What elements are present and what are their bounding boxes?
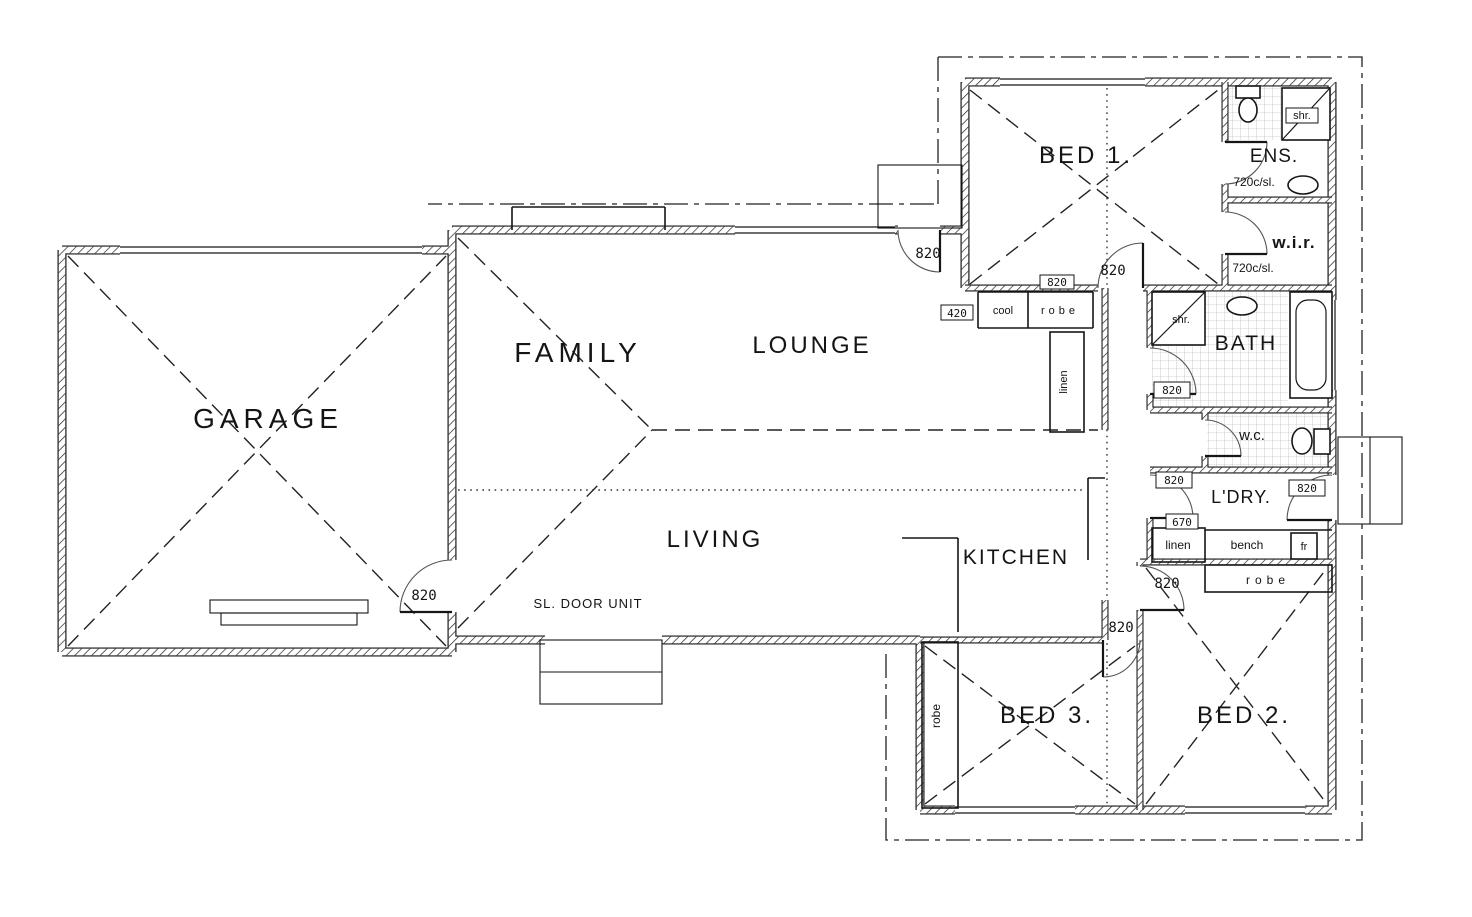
bed2-window: [1185, 806, 1305, 814]
bed3-robe-label: robe: [929, 704, 943, 728]
dim-820-bed3: 820: [1108, 620, 1133, 636]
entry-porch: [511, 206, 666, 230]
bed2-window-mask: [1185, 804, 1305, 816]
dim-820-robe: 820: [1047, 276, 1067, 289]
lounge-window: [735, 226, 895, 234]
garage-label: GARAGE: [193, 403, 343, 434]
dim-box-820-ext: [1288, 479, 1326, 497]
dim-820-bath: 820: [1162, 384, 1182, 397]
dim-box-820-bath: [1153, 381, 1191, 399]
living-label: LIVING: [667, 526, 764, 553]
ensuite-basin: [1287, 175, 1319, 195]
eaves-dashdot-line: [428, 56, 1363, 841]
bed3-label: BED 3.: [1000, 702, 1094, 729]
wc-bowl: [1291, 427, 1313, 455]
setout-dotted-lines: [458, 88, 1108, 805]
bed1-window: [1000, 78, 1145, 86]
bath-shower-diagonal: [1151, 291, 1206, 346]
dim-670-linen: 670: [1172, 516, 1192, 529]
cool-robe-closets: [977, 291, 1094, 329]
joinery: [209, 164, 1403, 809]
bench-label: bench: [1231, 538, 1264, 552]
cool-cupboard-label: cool: [993, 305, 1013, 317]
bed1-label: BED 1.: [1039, 142, 1133, 169]
dim-820-ext: 820: [1297, 482, 1317, 495]
dimension-boxes: [940, 107, 1326, 530]
bed3-robe: [921, 641, 959, 809]
ens-robe-size-label: 720c/sl.: [1233, 175, 1274, 189]
dim-820-bed1: 820: [1100, 263, 1125, 279]
porch-slab: [877, 164, 963, 229]
dim-820-garage: 820: [411, 588, 436, 604]
ens-shower-label: shr.: [1293, 110, 1311, 122]
sliding-door-unit-label: SL. DOOR UNIT: [533, 596, 642, 611]
ensuite-label: ENS.: [1250, 146, 1298, 167]
wc-cistern: [1313, 428, 1331, 455]
kitchen-label: KITCHEN: [963, 546, 1069, 569]
lounge-label: LOUNGE: [752, 332, 871, 359]
hall-linen-label: linen: [1058, 370, 1070, 393]
wir-label: w.i.r.: [1271, 233, 1315, 252]
bath-label: BATH: [1215, 332, 1277, 355]
bath-shower-label: shr.: [1172, 314, 1190, 326]
dim-box-670: [1165, 513, 1199, 530]
ensuite-toilet-bowl: [1238, 97, 1258, 123]
bed3-window-mask: [955, 804, 1075, 816]
bed3-window: [955, 806, 1075, 814]
bath-basin: [1226, 296, 1258, 316]
dim-box-420: [940, 304, 974, 321]
laundry-label: L'DRY.: [1211, 487, 1271, 507]
lounge-window-mask: [735, 224, 895, 236]
dim-box-820-ldry: [1155, 471, 1193, 489]
bed1-window-mask: [1000, 76, 1145, 88]
dim-820-bed2: 820: [1154, 576, 1179, 592]
hall-linen-cupboard: [1049, 331, 1085, 433]
wc-label: w.c.: [1238, 427, 1265, 444]
fixtures: [1151, 85, 1333, 455]
garage-bench-inner: [220, 612, 358, 626]
labels: GARAGE FAMILY LOUNGE LIVING KITCHEN BED …: [193, 110, 1317, 729]
family-label: FAMILY: [514, 337, 642, 368]
dim-820-entry: 820: [915, 246, 940, 262]
laundry-linen-label: linen: [1165, 538, 1190, 552]
bathtub-inner: [1295, 299, 1327, 391]
hall-robe-label: robe: [1041, 305, 1079, 317]
dim-420-cool: 420: [947, 307, 967, 320]
wir-robe-size-label: 720c/sl.: [1232, 261, 1273, 275]
eaves-outline: [428, 56, 1363, 841]
roof-hip-lines: [67, 89, 1328, 805]
kitchen-counters: [902, 477, 1105, 632]
bathtub: [1289, 291, 1333, 399]
shr-box-ens: [1285, 107, 1319, 124]
bed2-label: BED 2.: [1197, 702, 1291, 729]
dim-box-820-robe: [1039, 274, 1075, 290]
fridge-box: [1290, 532, 1318, 560]
garage-window-mask: [120, 244, 422, 256]
garage-window: [120, 246, 422, 254]
bed2-robe-label: robe: [1246, 573, 1290, 587]
ensuite-toilet-cistern: [1235, 85, 1261, 99]
bed2-robe: [1204, 564, 1333, 593]
dotted-line: [458, 88, 1108, 805]
fridge-label: fr: [1301, 541, 1308, 553]
dim-820-ldry: 820: [1164, 474, 1184, 487]
hip-dashed-line: [67, 89, 1328, 805]
